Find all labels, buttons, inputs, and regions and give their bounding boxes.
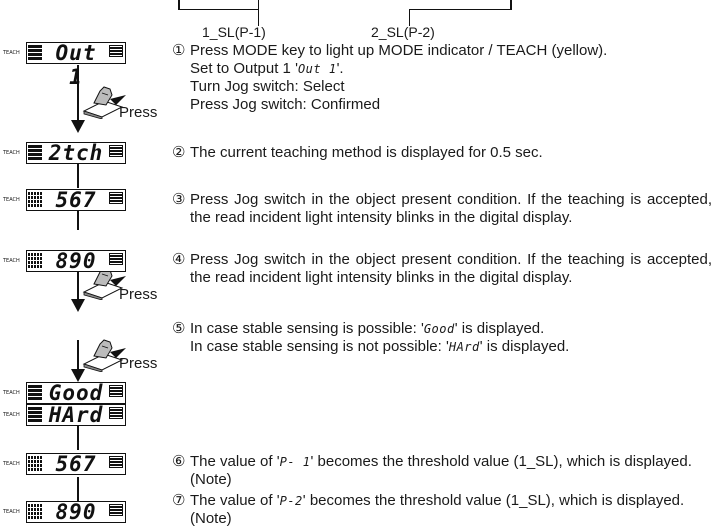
step-1-line-2: Set to Output 1 'Out 1'. bbox=[190, 60, 344, 77]
step-4: ④ Press Jog switch in the object present… bbox=[172, 251, 712, 287]
top-bracket-right-end bbox=[510, 0, 512, 10]
teach-lamp-icon bbox=[28, 145, 42, 161]
arrowhead-1-icon bbox=[71, 120, 85, 133]
connector-line-1 bbox=[77, 65, 79, 125]
display-2tch: TEACH 2tch bbox=[3, 141, 126, 165]
step-6-text: The value of 'P- 1' becomes the threshol… bbox=[190, 453, 692, 488]
display-890-threshold: TEACH 890 bbox=[3, 500, 126, 524]
display-890: TEACH 890 bbox=[3, 249, 126, 273]
display-digits: Good bbox=[48, 381, 104, 405]
teach-label: TEACH bbox=[3, 461, 20, 467]
step-6: ⑥ The value of 'P- 1' becomes the thresh… bbox=[172, 453, 712, 489]
top-bracket-right bbox=[409, 9, 511, 10]
connector-line-3 bbox=[77, 210, 79, 230]
segment-good: Good bbox=[423, 322, 455, 336]
level-bars-icon bbox=[109, 45, 123, 61]
display-digits: 567 bbox=[55, 188, 97, 212]
display-digits: HArd bbox=[48, 403, 104, 427]
teach-label: TEACH bbox=[3, 50, 20, 56]
top-bracket-left-bottom bbox=[178, 9, 258, 10]
segment-p1: P- 1 bbox=[279, 455, 311, 469]
display-digits: 567 bbox=[55, 452, 97, 476]
step-1-line-3: Turn Jog switch: Select bbox=[190, 78, 345, 95]
display-digits: 890 bbox=[55, 500, 97, 524]
press-label-2: Press bbox=[119, 286, 158, 303]
press-label-1: Press bbox=[119, 104, 158, 121]
teach-lamp-icon bbox=[28, 385, 42, 401]
step-5-line-2: In case stable sensing is not possible: … bbox=[190, 338, 570, 355]
teach-label: TEACH bbox=[3, 197, 20, 203]
step-1-line-1: Press MODE key to light up MODE indicato… bbox=[190, 42, 608, 59]
jog-press-icon bbox=[82, 86, 126, 119]
display-digits: Out 1 bbox=[55, 41, 97, 89]
segment-hard: HArd bbox=[448, 340, 480, 354]
step-2: ② The current teaching method is display… bbox=[172, 144, 712, 162]
step-number: ⑤ bbox=[172, 320, 186, 337]
top-bracket-right-left-tick bbox=[409, 9, 410, 26]
step-number: ③ bbox=[172, 191, 186, 208]
step-number: ④ bbox=[172, 251, 186, 268]
level-bars-icon bbox=[109, 145, 123, 161]
step-number: ⑦ bbox=[172, 492, 186, 509]
level-bars-icon bbox=[109, 253, 123, 269]
press-label-3: Press bbox=[119, 355, 158, 372]
connector-line-5 bbox=[77, 340, 79, 374]
teach-lamp-blink-icon bbox=[28, 253, 42, 269]
connector-line-2 bbox=[77, 162, 79, 188]
display-digits: 2tch bbox=[48, 141, 104, 165]
label-1-sl: 1_SL(P-1) bbox=[202, 24, 266, 40]
top-bracket-left bbox=[178, 0, 180, 10]
step-3-text: Press Jog switch in the object present c… bbox=[190, 191, 712, 226]
step-number: ⑥ bbox=[172, 453, 186, 470]
step-2-text: The current teaching method is displayed… bbox=[190, 144, 543, 161]
step-5: ⑤ In case stable sensing is possible: 'G… bbox=[172, 320, 712, 356]
teach-lamp-icon bbox=[28, 45, 42, 61]
step-7-text: The value of 'P-2' becomes the threshold… bbox=[190, 492, 685, 527]
display-digits: 890 bbox=[55, 249, 97, 273]
step-5-line-1: In case stable sensing is possible: 'Goo… bbox=[190, 320, 545, 337]
teach-label: TEACH bbox=[3, 258, 20, 264]
arrowhead-2-icon bbox=[71, 299, 85, 312]
teach-label: TEACH bbox=[3, 412, 20, 418]
step-7: ⑦ The value of 'P-2' becomes the thresho… bbox=[172, 492, 712, 528]
jog-press-icon-3 bbox=[82, 339, 126, 372]
step-4-text: Press Jog switch in the object present c… bbox=[190, 251, 712, 286]
level-bars-icon bbox=[109, 456, 123, 472]
level-bars-icon bbox=[109, 504, 123, 520]
level-bars-icon bbox=[109, 407, 123, 423]
display-567: TEACH 567 bbox=[3, 188, 126, 212]
label-2-sl: 2_SL(P-2) bbox=[371, 24, 435, 40]
connector-line-7 bbox=[77, 477, 79, 501]
teach-label: TEACH bbox=[3, 150, 20, 156]
connector-line-6 bbox=[77, 426, 79, 450]
jog-press-icon-2 bbox=[82, 267, 126, 300]
teach-lamp-blink-icon bbox=[28, 456, 42, 472]
step-1: ① Press MODE key to light up MODE indica… bbox=[172, 42, 712, 114]
display-567-threshold: TEACH 567 bbox=[3, 452, 126, 476]
level-bars-icon bbox=[109, 192, 123, 208]
teach-label: TEACH bbox=[3, 509, 20, 515]
step-3: ③ Press Jog switch in the object present… bbox=[172, 191, 712, 227]
step-1-line-4: Press Jog switch: Confirmed bbox=[190, 96, 381, 113]
step-number: ② bbox=[172, 144, 186, 161]
level-bars-icon bbox=[109, 385, 123, 401]
teach-label: TEACH bbox=[3, 390, 20, 396]
display-hard: TEACH HArd bbox=[3, 403, 126, 427]
step-number: ① bbox=[172, 42, 186, 59]
top-bracket-mid-tick bbox=[258, 0, 259, 26]
segment-out1: Out 1 bbox=[297, 62, 337, 76]
teach-lamp-icon bbox=[28, 407, 42, 423]
connector-line-4 bbox=[77, 268, 79, 304]
display-out1: TEACH Out 1 bbox=[3, 41, 126, 89]
teach-lamp-blink-icon bbox=[28, 192, 42, 208]
teach-lamp-blink-icon bbox=[28, 504, 42, 520]
display-good: TEACH Good bbox=[3, 381, 126, 405]
arrowhead-3-icon bbox=[71, 369, 85, 382]
segment-p2: P-2 bbox=[279, 494, 303, 508]
